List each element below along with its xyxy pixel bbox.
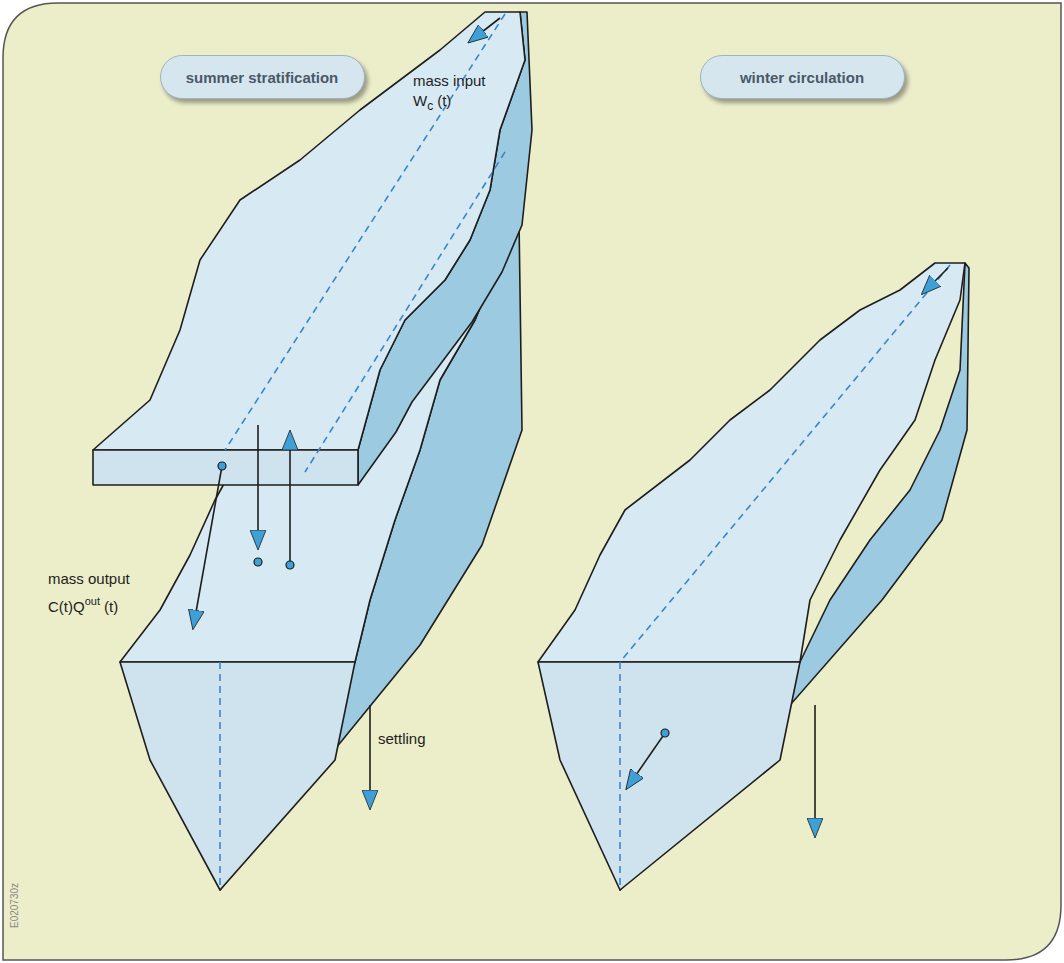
- label-line: settling: [378, 730, 426, 748]
- process-label: settling: [378, 730, 426, 747]
- label-line: E020730z: [6, 883, 24, 928]
- panel-title: summer stratification: [186, 69, 339, 86]
- symbol: W: [413, 92, 427, 109]
- subscript: c: [427, 99, 433, 113]
- title-pill: summer stratification: [160, 55, 365, 99]
- superscript: out: [85, 595, 100, 607]
- flow-label: mass output: [48, 570, 130, 587]
- flow-label: mass input: [413, 72, 486, 89]
- watermark: E020730z: [9, 883, 20, 928]
- title-pill: winter circulation: [700, 55, 905, 99]
- symbol: (t): [437, 92, 451, 109]
- label-line: mass output: [48, 570, 130, 588]
- symbol: (t): [104, 598, 118, 615]
- label-line: C(t)Qout (t): [48, 592, 118, 616]
- panel-title: winter circulation: [740, 69, 864, 86]
- label-line: Wc (t): [413, 92, 451, 115]
- label-line: mass input: [413, 72, 486, 90]
- symbol: C(t)Q: [48, 598, 85, 615]
